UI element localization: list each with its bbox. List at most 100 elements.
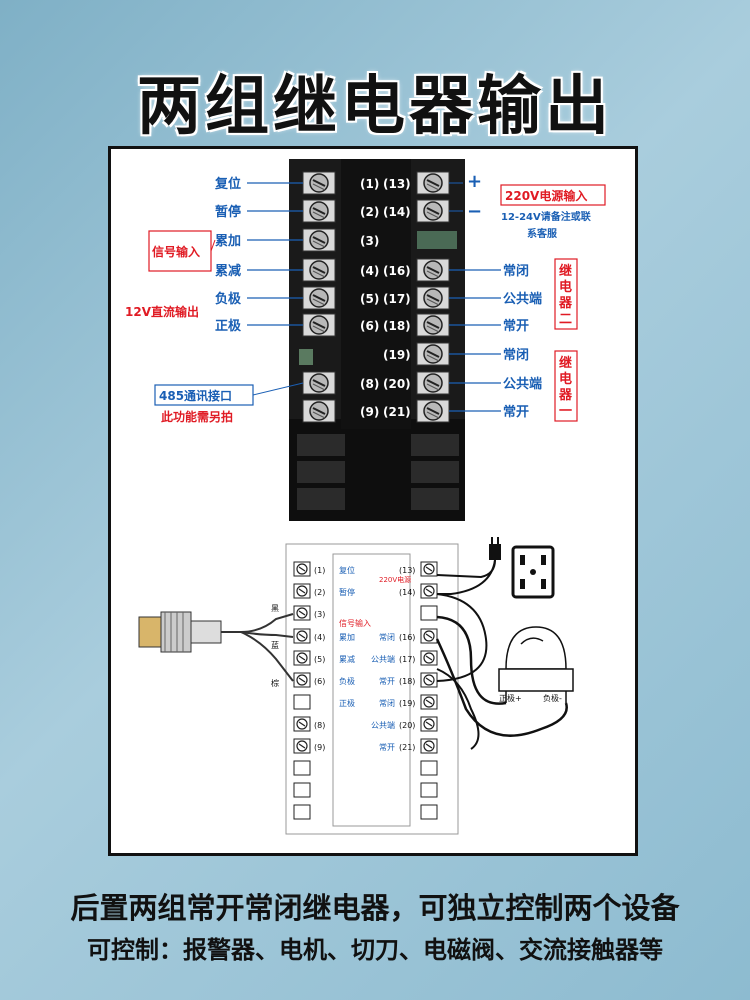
schematic-pin-number: (21) [399, 743, 415, 752]
schematic-screw [420, 694, 438, 710]
schematic-screw [420, 672, 438, 688]
schematic-inner-label: 常开 [379, 677, 395, 686]
relay-group-label-char: 电 [559, 279, 572, 295]
footer-line-1: 后置两组常开常闭继电器，可独立控制两个设备 [70, 891, 680, 925]
proximity-sensor-icon [138, 611, 294, 682]
comm-port-note: 此功能需另拍 [161, 409, 233, 424]
schematic-pin-number: (9) [314, 743, 325, 752]
terminal-label: 暂停 [215, 204, 241, 220]
relay-group-label-char: 二 [559, 312, 572, 327]
schematic-screw [293, 628, 311, 644]
terminal-label: 累加 [215, 233, 241, 249]
schematic-inner-label: 常闭 [379, 699, 395, 708]
pin-number: (17) [383, 292, 411, 306]
terminal-screw [416, 399, 450, 423]
schematic-labels: (1)(2)(3)(4)(5)(6)(8)(9)(13)(14)(16)(17)… [271, 565, 415, 752]
label-leader-lines [247, 182, 501, 412]
terminal-screw [302, 371, 336, 395]
wiring-panel: (1) (2) (3) (4) (5) (6) (8) (9) (13) (14) (16) (17)… [108, 146, 638, 856]
schematic-screw [420, 650, 438, 666]
wire-color-label: 黑 [271, 604, 279, 613]
schematic-pin-number: (4) [314, 633, 325, 642]
terminal-screw [302, 228, 336, 252]
schematic-pin-number: (8) [314, 721, 325, 730]
schematic-inner-label: 公共端 [371, 654, 395, 664]
schematic-pin-number: (14) [399, 588, 415, 597]
schematic-pin-number: (3) [314, 610, 325, 619]
relay-terminal-label: 常开 [503, 318, 529, 334]
relay-group-label-char: 一 [559, 404, 572, 419]
relay-group-box [554, 258, 578, 330]
pin-number: (14) [383, 205, 411, 219]
schematic-screw [293, 561, 311, 577]
relay-terminal-label: 公共端 [503, 376, 542, 392]
pin-number: (5) [360, 292, 379, 306]
schematic-inner-label: 复位 [339, 565, 355, 575]
schematic-inner-label: 常闭 [379, 633, 395, 642]
terminal-label: 正极 [215, 318, 242, 334]
schematic-pin-number: (17) [399, 655, 415, 664]
schematic-power-label: 220V电源 [379, 575, 411, 584]
pin-number: (21) [383, 405, 411, 419]
terminal-screw [416, 199, 450, 223]
pin-number: (1) [360, 177, 379, 191]
warning-lamp-icon: 正极+ 负极- [435, 593, 574, 750]
minus-sign: − [467, 201, 482, 222]
schematic-screw [293, 583, 311, 599]
pin-number: (4) [360, 264, 379, 278]
schematic-pin-number: (13) [399, 566, 415, 575]
wire-color-label: 棕 [271, 678, 279, 688]
right-terminal-block [416, 171, 450, 423]
relay-group-label-char: 器 [558, 388, 573, 403]
relay-terminal-label: 常开 [503, 404, 529, 420]
terminal-screw [416, 171, 450, 195]
schematic-screw [293, 738, 311, 754]
relay-group-label-char: 继 [559, 355, 572, 371]
power-note: 12-24V请备注或联 [501, 210, 591, 223]
schematic-pin-number: (2) [314, 588, 325, 597]
relay-group-label-char: 器 [558, 296, 573, 311]
schematic-pin-number: (6) [314, 677, 325, 686]
schematic-inner-label: 累加 [339, 632, 355, 642]
terminal-screw [416, 313, 450, 337]
terminal-label: 累减 [215, 263, 241, 279]
relay-terminal-label: 公共端 [503, 291, 542, 307]
schematic-terminals [293, 561, 438, 820]
terminal-screw [302, 171, 336, 195]
pin-number: (8) [360, 377, 379, 391]
terminal-label: 负极 [215, 291, 242, 307]
schematic-pin-number: (16) [399, 633, 415, 642]
pin-number: (13) [383, 177, 411, 191]
terminal-screw [416, 342, 450, 366]
wire-color-label: 蓝 [271, 640, 279, 650]
pin-number: (16) [383, 264, 411, 278]
schematic-pin-number: (1) [314, 566, 325, 575]
schematic-inner-label: 累减 [339, 654, 355, 664]
terminal-label: 复位 [214, 176, 241, 192]
terminal-numbers: (1)(2)(3)(4)(5)(6)(8)(9)(13)(14)(16)(17)… [360, 177, 411, 419]
pin-number: (2) [360, 205, 379, 219]
terminal-screw [302, 313, 336, 337]
schematic-screw [293, 716, 311, 732]
relay-terminal-label: 常闭 [503, 263, 529, 279]
terminal-screw [416, 371, 450, 395]
schematic-inner-label: 暂停 [339, 587, 355, 597]
schematic-inner-label: 常开 [379, 743, 395, 752]
power-note-cont: 系客服 [527, 227, 558, 240]
schematic-pin-number: (19) [399, 699, 415, 708]
comm-port-label: 485通讯接口 [159, 388, 232, 403]
schematic-screw [293, 672, 311, 688]
schematic-inner-label: 正极 [339, 698, 355, 708]
footer-line-2: 可控制：报警器、电机、切刀、电磁阀、交流接触器等 [87, 936, 663, 964]
schematic-signal-label: 信号输入 [339, 618, 371, 628]
pin-number: (3) [360, 234, 379, 248]
schematic-screw [293, 650, 311, 666]
schematic-screw [420, 628, 438, 644]
wiring-diagram: (1) (2) (3) (4) (5) (6) (8) (9) (13) (14) (16) (17)… [125, 159, 606, 835]
relay-group-box [554, 350, 578, 422]
pin-number: (6) [360, 319, 379, 333]
terminal-screw [302, 399, 336, 423]
lamp-positive-label: 正极+ [499, 693, 522, 703]
schematic-screw [293, 605, 311, 621]
terminal-screw [302, 199, 336, 223]
